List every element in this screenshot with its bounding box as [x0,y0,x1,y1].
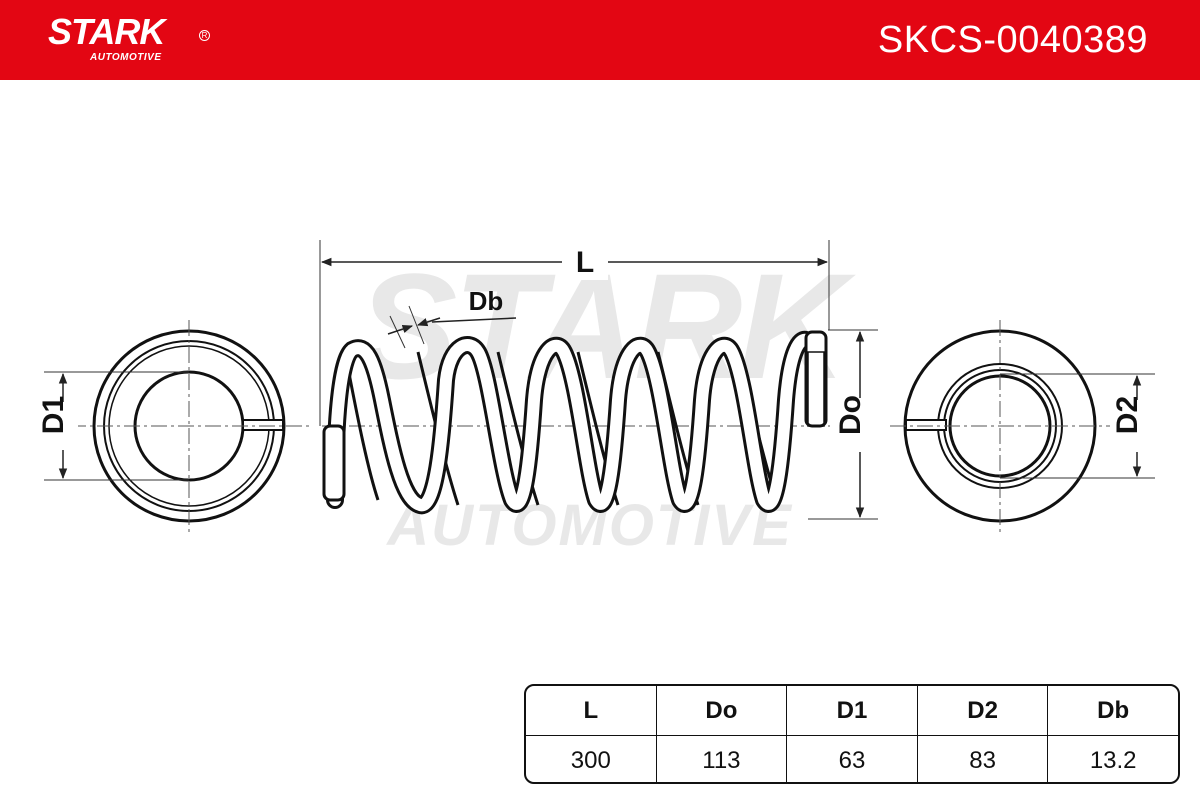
logo-text: STARK [48,11,165,52]
table-header-row: L Do D1 D2 Db [526,686,1178,736]
spring-technical-drawing: STARK AUTOMOTIVE D1 [37,240,1155,558]
d2-wire-end [905,419,947,431]
dimensions-table: L Do D1 D2 Db 300 113 63 83 13.2 [524,684,1180,784]
table-value-row: 300 113 63 83 13.2 [526,736,1178,782]
spring-left-end [322,424,346,502]
d1-label: D1 [37,396,70,434]
do-label: Do [834,395,867,435]
db-dimension-line [387,325,413,335]
logo-subtext: AUTOMOTIVE [90,52,162,63]
value-cell-do: 113 [657,736,788,782]
registered-icon: R [199,30,210,41]
end-view-d1: D1 [37,320,310,535]
end-view-d2: D2 [890,320,1155,535]
value-cell-d2: 83 [918,736,1049,782]
header-cell-d1: D1 [787,686,918,735]
part-number: SKCS-0040389 [877,19,1148,61]
header-cell-do: Do [657,686,788,735]
value-cell-d1: 63 [787,736,918,782]
db-leader [431,317,517,323]
header-cell-d2: D2 [918,686,1049,735]
l-label: L [576,246,594,279]
spring-right-end [804,330,828,428]
d2-label: D2 [1111,396,1144,434]
stark-logo: STARK R AUTOMOTIVE [48,8,218,68]
spring-side-view: L Db Do [319,240,878,520]
header-cell-db: Db [1097,696,1130,724]
db-extension-2 [408,305,425,345]
header-bar: STARK R AUTOMOTIVE SKCS-0040389 [0,0,1200,80]
value-cell-db: 13.2 [1089,746,1137,774]
d1-wire-end [242,419,284,431]
db-label: Db [469,286,504,316]
header-cell-l: L [526,686,657,735]
value-cell-l: 300 [526,736,657,782]
db-extension-1 [389,315,406,349]
